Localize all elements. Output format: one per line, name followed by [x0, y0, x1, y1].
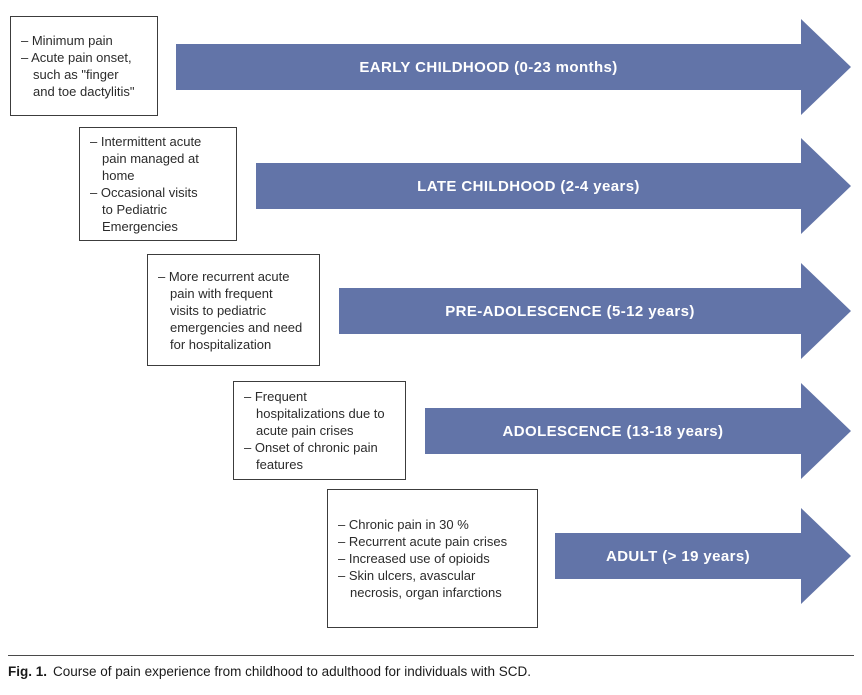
stage-box-adolescence: – Frequent hospitalizations due to acute…: [233, 381, 406, 480]
bullet-item: – Frequent hospitalizations due to acute…: [244, 389, 385, 438]
right-arrow-shape: [176, 19, 851, 115]
right-arrow-shape: [555, 508, 851, 604]
arrow-label: EARLY CHILDHOOD (0-23 months): [359, 58, 618, 76]
bullet-item: – Acute pain onset, such as "finger and …: [21, 50, 135, 99]
timeline-arrow-adolescence: ADOLESCENCE (13-18 years): [425, 383, 851, 479]
bullet-item: – Increased use of opioids: [338, 551, 490, 566]
stage-box-adult: – Chronic pain in 30 % – Recurrent acute…: [327, 489, 538, 628]
arrow-polygon: [555, 508, 851, 604]
timeline-arrow-early-childhood: EARLY CHILDHOOD (0-23 months): [176, 19, 851, 115]
figure-caption: Fig. 1. Course of pain experience from ch…: [8, 655, 854, 680]
figure-caption-text: Course of pain experience from childhood…: [53, 664, 532, 679]
timeline-arrow-pre-adolescence: PRE-ADOLESCENCE (5-12 years): [339, 263, 851, 359]
arrow-polygon: [425, 383, 851, 479]
arrow-polygon: [176, 19, 851, 115]
arrow-polygon: [256, 138, 851, 234]
bullet-item: – Skin ulcers, avascular necrosis, organ…: [338, 568, 502, 600]
bullet-item: – Chronic pain in 30 %: [338, 517, 469, 532]
figure-number: Fig. 1.: [8, 664, 48, 679]
stage-box-early-childhood: – Minimum pain – Acute pain onset, such …: [10, 16, 158, 116]
timeline-arrow-late-childhood: LATE CHILDHOOD (2-4 years): [256, 138, 851, 234]
arrow-label: ADOLESCENCE (13-18 years): [502, 422, 724, 440]
arrow-label: ADULT (> 19 years): [605, 547, 751, 565]
stage-box-pre-adolescence: – More recurrent acute pain with frequen…: [147, 254, 320, 366]
bullet-item: – Onset of chronic pain features: [244, 440, 378, 472]
right-arrow-shape: [339, 263, 851, 359]
arrow-polygon: [339, 263, 851, 359]
bullet-item: – Occasional visits to Pediatric Emergen…: [90, 185, 198, 234]
stage-box-late-childhood: – Intermittent acute pain managed at hom…: [79, 127, 237, 241]
arrow-label: LATE CHILDHOOD (2-4 years): [417, 177, 640, 195]
bullet-item: – More recurrent acute pain with frequen…: [158, 268, 303, 352]
timeline-arrow-adult: ADULT (> 19 years): [555, 508, 851, 604]
right-arrow-shape: [425, 383, 851, 479]
bullet-item: – Intermittent acute pain managed at hom…: [90, 134, 202, 183]
arrow-label: PRE-ADOLESCENCE (5-12 years): [445, 302, 695, 320]
bullet-item: – Minimum pain: [21, 33, 113, 48]
right-arrow-shape: [256, 138, 851, 234]
bullet-item: – Recurrent acute pain crises: [338, 534, 508, 549]
